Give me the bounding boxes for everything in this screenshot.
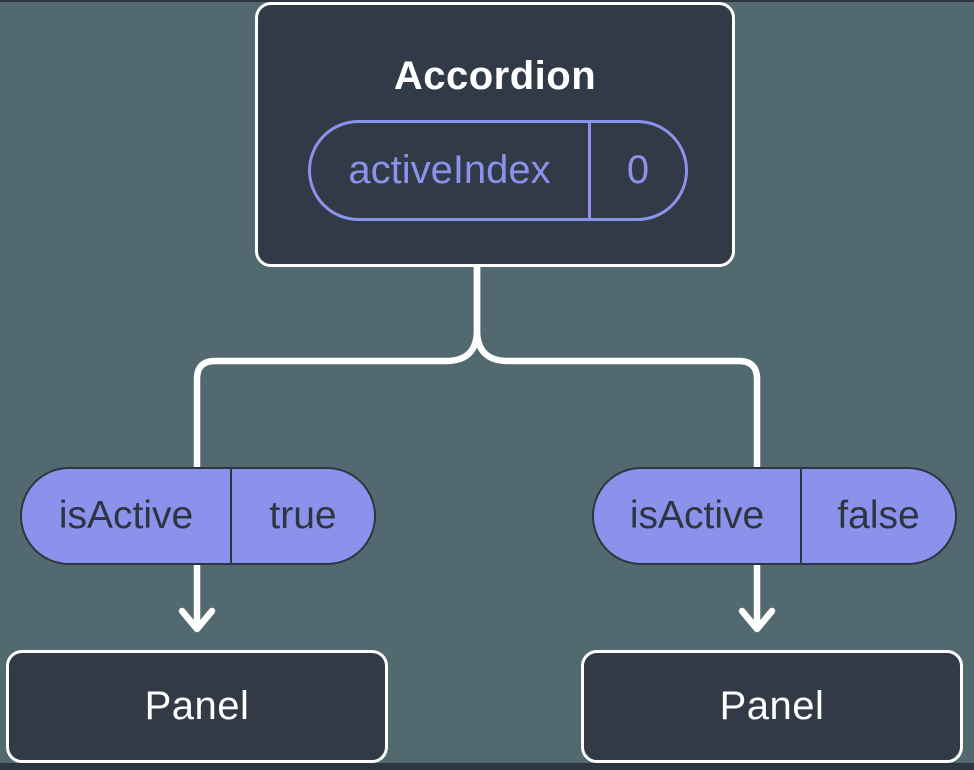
state-value-label: 0 <box>626 148 650 192</box>
page-edge-top <box>0 0 974 2</box>
component-title: Accordion <box>393 54 597 98</box>
prop-name-label: isActive <box>594 469 802 563</box>
prop-value-label: true <box>269 494 337 537</box>
page-edge-bottom <box>0 763 974 770</box>
tree-connector-right <box>473 264 761 628</box>
arrow-down-icon <box>738 607 776 633</box>
component-title: Panel <box>719 684 825 728</box>
component-node-panel-right: Panel <box>581 650 963 763</box>
state-name-label: activeIndex <box>311 123 591 218</box>
arrow-down-icon <box>178 607 216 633</box>
component-title: Panel <box>144 684 250 728</box>
component-node-accordion: Accordion activeIndex 0 <box>255 2 735 267</box>
state-pill: activeIndex 0 <box>308 120 688 221</box>
tree-connector-left <box>193 264 481 628</box>
prop-pill-is-active-true: isActive true <box>20 467 376 565</box>
prop-name-label: isActive <box>22 469 232 563</box>
prop-pill-is-active-false: isActive false <box>592 467 957 565</box>
component-node-panel-left: Panel <box>6 650 388 763</box>
prop-value-label: false <box>837 494 920 537</box>
